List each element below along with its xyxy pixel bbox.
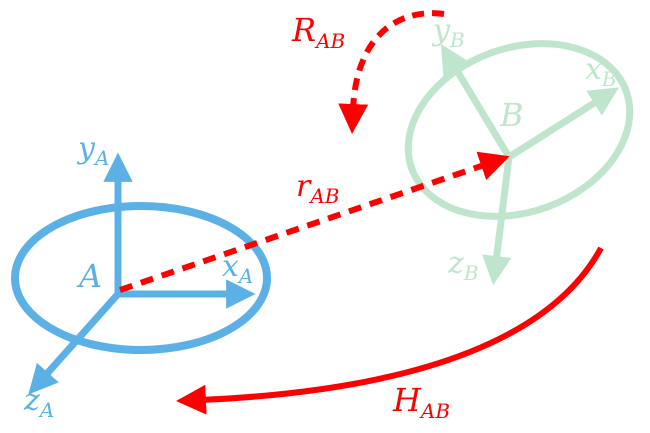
frame-b-origin-label: B <box>499 96 524 134</box>
frame-b-ellipse <box>404 40 634 220</box>
frame-a-z-label: zA <box>23 383 54 422</box>
frame-a: A xA yA zA <box>11 131 271 422</box>
rotation-arrow <box>338 10 445 134</box>
frame-b: B xB yB zB <box>404 13 634 286</box>
transform-arrow <box>176 246 604 415</box>
frame-b-y-axis <box>440 43 512 159</box>
frame-a-x-label: xA <box>222 249 253 288</box>
frame-a-y-label: yA <box>76 131 109 170</box>
frame-b-z-label: zB <box>447 246 479 285</box>
transform-label: HAB <box>392 381 450 423</box>
frame-a-ellipse <box>11 202 271 354</box>
frame-b-z-axis <box>482 156 513 286</box>
frame-b-x-label: xB <box>585 52 617 91</box>
frame-b-x-axis <box>507 87 619 160</box>
relations: rAB RAB HAB <box>119 10 604 423</box>
frame-b-y-label: yB <box>431 13 465 52</box>
translation-label: rAB <box>296 169 339 208</box>
frame-a-origin-label: A <box>76 257 102 295</box>
frame-a-z-axis <box>28 291 121 395</box>
rotation-label: RAB <box>291 11 345 53</box>
